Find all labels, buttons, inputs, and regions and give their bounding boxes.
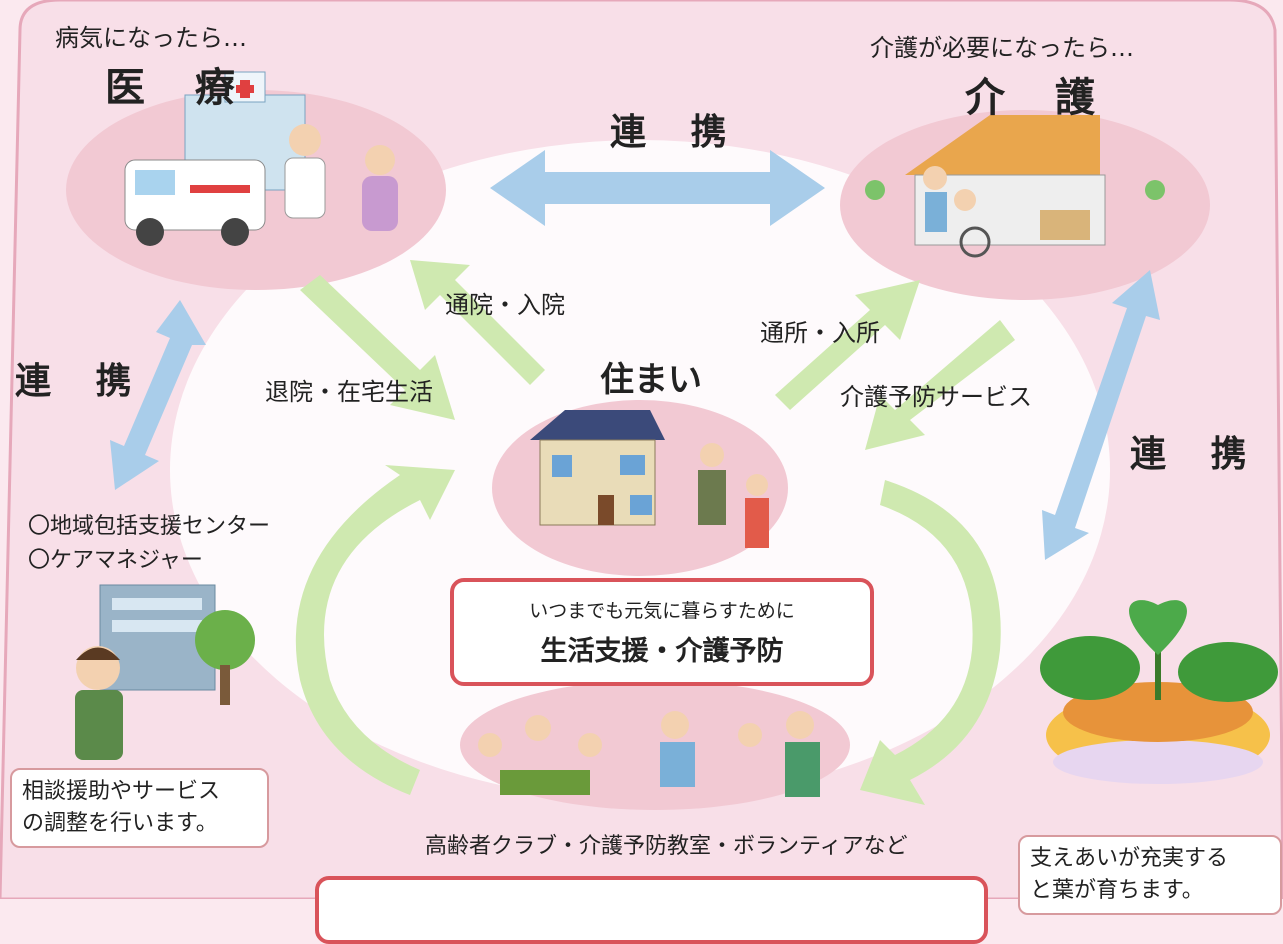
arrow-left-cycle: [295, 465, 455, 795]
arrow-hospital-visit: [410, 260, 545, 385]
right-speech-line-1: 支えあいが充実する: [1030, 846, 1229, 871]
support-box: いつまでも元気に暮らすために 生活支援・介護予防: [450, 578, 874, 686]
label-hospital-visit: 通院・入院: [445, 291, 565, 319]
label-prevention-service: 介護予防サービス: [840, 383, 1032, 411]
center-building-illustration: [75, 584, 255, 760]
left-speech-line-2: の調整を行います。: [22, 811, 218, 836]
top-link-arrow: [490, 150, 825, 226]
house-illustration: [530, 410, 769, 548]
arrow-discharge: [300, 275, 455, 420]
care-caption: 介護が必要になったら…: [870, 34, 1134, 62]
bottom-box: [315, 876, 988, 944]
home-title: 住まい: [600, 360, 702, 400]
left-panel-item-2: 〇ケアマネジャー: [28, 548, 203, 573]
right-link-arrow: [1042, 270, 1160, 560]
community-caption: 高齢者クラブ・介護予防教室・ボランティアなど: [425, 834, 908, 859]
care-title: 介 護: [965, 75, 1113, 121]
medical-caption: 病気になったら…: [55, 24, 247, 52]
arrow-right-cycle: [860, 480, 1001, 805]
right-speech-line-2: と葉が育ちます。: [1030, 878, 1204, 903]
left-speech-bubble: 相談援助やサービス の調整を行います。: [10, 768, 269, 848]
green-arrows: [295, 260, 1015, 805]
label-care-facility: 通所・入所: [760, 319, 880, 347]
medical-title: 医 療: [105, 65, 253, 111]
care-facility-illustration: [865, 115, 1165, 258]
right-speech-bubble: 支えあいが充実する と葉が育ちます。: [1018, 835, 1282, 915]
arrow-prevention-service: [865, 320, 1015, 450]
community-illustration: [478, 711, 820, 797]
link-label-right: 連 携: [1130, 434, 1263, 475]
diagram-background: [0, 0, 1283, 899]
left-panel-item-1: 〇地域包括支援センター: [28, 514, 271, 539]
arrow-care-facility: [775, 280, 920, 410]
link-label-top: 連 携: [610, 112, 743, 153]
link-label-left: 連 携: [15, 361, 148, 402]
support-box-title: 生活支援・介護予防: [540, 636, 784, 667]
left-speech-line-1: 相談援助やサービス: [22, 779, 221, 804]
blue-arrows: [110, 150, 1160, 560]
left-link-arrow: [110, 300, 206, 490]
support-box-subtitle: いつまでも元気に暮らすために: [529, 600, 795, 622]
label-discharge: 退院・在宅生活: [265, 378, 433, 406]
support-tree-illustration: [1040, 600, 1278, 784]
hospital-illustration: [124, 71, 398, 246]
